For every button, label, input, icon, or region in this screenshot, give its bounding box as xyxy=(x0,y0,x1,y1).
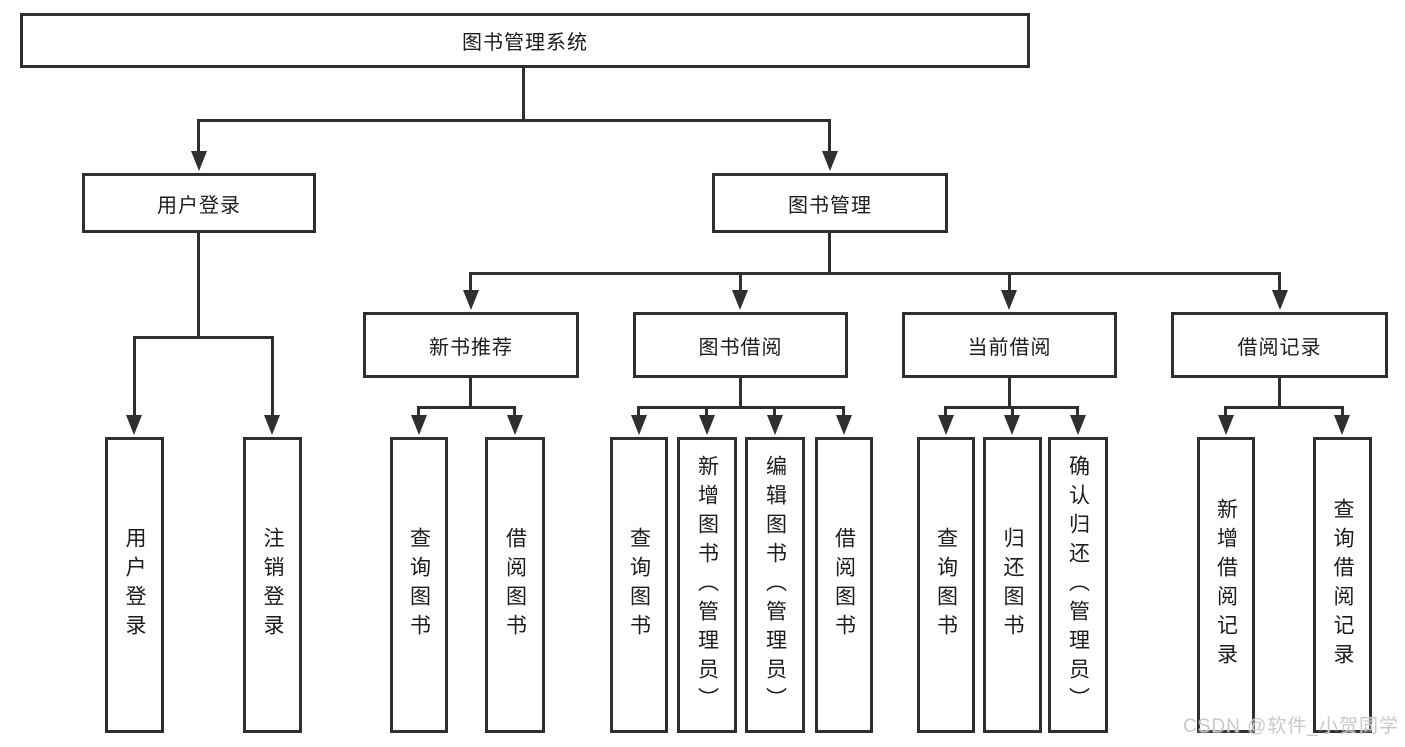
node-root-label: 图书管理系统 xyxy=(462,32,588,54)
connector-line xyxy=(1011,406,1014,417)
leaf-query-books-2-label: 查询图书 xyxy=(627,527,651,643)
arrow-down-icon xyxy=(631,415,647,435)
node-borrowing-records: 借阅记录 xyxy=(1171,312,1388,378)
connector-line xyxy=(1278,272,1281,293)
node-borrowing-records-label: 借阅记录 xyxy=(1237,336,1322,359)
connector-line xyxy=(842,406,845,417)
leaf-logout: 注销登录 xyxy=(243,437,302,733)
leaf-add-books-admin: 新增图书（管理员） xyxy=(677,437,737,733)
arrow-down-icon xyxy=(1334,415,1350,435)
connector-line xyxy=(133,336,274,339)
connector-line xyxy=(705,406,708,417)
leaf-add-books-admin-label: 新增图书（管理员） xyxy=(695,454,719,716)
connector-line xyxy=(469,272,1281,275)
connector-line xyxy=(773,406,776,417)
connector-line xyxy=(1278,378,1281,408)
csdn-watermark: CSDN @软件_小贺同学 xyxy=(1183,716,1399,737)
leaf-query-borrow-record-label: 查询借阅记录 xyxy=(1331,498,1354,672)
node-new-book-recommend-label: 新书推荐 xyxy=(429,336,513,359)
connector-line xyxy=(739,272,742,293)
arrow-down-icon xyxy=(264,415,280,435)
leaf-query-books-3-label: 查询图书 xyxy=(934,527,958,643)
leaf-query-books-1: 查询图书 xyxy=(390,437,448,733)
connector-line xyxy=(469,272,472,293)
connector-line xyxy=(828,233,831,274)
connector-line xyxy=(1224,406,1344,409)
arrow-down-icon xyxy=(1001,290,1017,310)
arrow-down-icon xyxy=(1070,415,1086,435)
leaf-confirm-return-admin-label: 确认归还（管理员） xyxy=(1066,454,1090,716)
node-user-login: 用户登录 xyxy=(82,173,316,233)
leaf-user-login: 用户登录 xyxy=(105,437,164,733)
leaf-query-books-3: 查询图书 xyxy=(917,437,975,733)
connector-line xyxy=(197,233,200,338)
leaf-confirm-return-admin: 确认归还（管理员） xyxy=(1048,437,1108,733)
connector-line xyxy=(944,406,947,417)
arrow-down-icon xyxy=(411,415,427,435)
arrow-down-icon xyxy=(1004,415,1020,435)
leaf-add-borrow-record-label: 新增借阅记录 xyxy=(1214,498,1238,672)
arrow-down-icon xyxy=(191,151,207,171)
connector-line xyxy=(271,336,274,416)
arrow-down-icon xyxy=(1272,290,1288,310)
leaf-edit-books-admin: 编辑图书（管理员） xyxy=(745,437,805,733)
leaf-add-borrow-record: 新增借阅记录 xyxy=(1197,437,1255,733)
arrow-down-icon xyxy=(463,290,479,310)
arrow-down-icon xyxy=(1218,415,1234,435)
arrow-down-icon xyxy=(822,151,838,171)
node-user-login-label: 用户登录 xyxy=(157,194,241,217)
connector-line xyxy=(469,378,472,408)
arrow-down-icon xyxy=(836,415,852,435)
node-book-management: 图书管理 xyxy=(712,173,948,233)
leaf-return-books-label: 归还图书 xyxy=(1001,527,1024,643)
leaf-return-books: 归还图书 xyxy=(983,437,1042,733)
node-book-borrowing: 图书借阅 xyxy=(633,312,848,378)
arrow-down-icon xyxy=(699,415,715,435)
node-current-borrowing-label: 当前借阅 xyxy=(967,336,1052,359)
connector-line xyxy=(828,119,831,155)
leaf-logout-label: 注销登录 xyxy=(261,527,284,643)
connector-line xyxy=(1008,378,1011,408)
arrow-down-icon xyxy=(938,415,954,435)
connector-line xyxy=(1076,406,1079,417)
node-new-book-recommend: 新书推荐 xyxy=(363,312,579,378)
leaf-borrow-books-1: 借阅图书 xyxy=(485,437,545,733)
node-book-borrowing-label: 图书借阅 xyxy=(698,336,783,359)
connector-line xyxy=(522,68,525,122)
connector-line xyxy=(197,119,200,155)
leaf-query-books-2: 查询图书 xyxy=(610,437,668,733)
connector-line xyxy=(417,406,420,417)
node-book-management-label: 图书管理 xyxy=(788,194,872,217)
connector-line xyxy=(637,406,845,409)
leaf-borrow-books-2: 借阅图书 xyxy=(815,437,873,733)
leaf-borrow-books-2-label: 借阅图书 xyxy=(832,527,856,643)
connector-line xyxy=(513,406,516,417)
arrow-down-icon xyxy=(507,415,523,435)
connector-line xyxy=(1341,406,1344,417)
arrow-down-icon xyxy=(126,415,142,435)
connector-line xyxy=(1224,406,1227,417)
connector-line xyxy=(133,336,136,416)
node-root: 图书管理系统 xyxy=(20,13,1030,68)
connector-line xyxy=(197,119,831,122)
connector-line xyxy=(739,378,742,408)
leaf-query-borrow-record: 查询借阅记录 xyxy=(1313,437,1372,733)
connector-line xyxy=(1008,272,1011,293)
node-current-borrowing: 当前借阅 xyxy=(902,312,1117,378)
connector-line xyxy=(417,406,516,409)
arrow-down-icon xyxy=(767,415,783,435)
leaf-user-login-label: 用户登录 xyxy=(123,527,146,643)
connector-line xyxy=(637,406,640,417)
leaf-query-books-1-label: 查询图书 xyxy=(407,527,431,643)
leaf-borrow-books-1-label: 借阅图书 xyxy=(503,527,527,643)
arrow-down-icon xyxy=(732,290,748,310)
leaf-edit-books-admin-label: 编辑图书（管理员） xyxy=(763,454,787,716)
